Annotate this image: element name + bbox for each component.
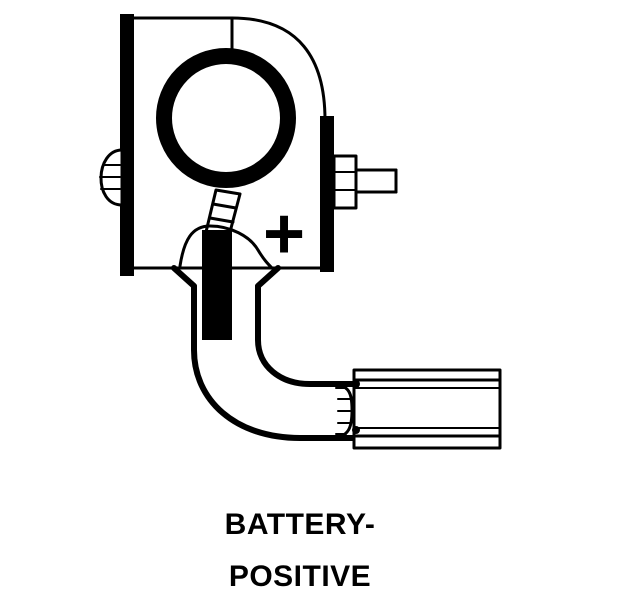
cable-core <box>202 230 232 340</box>
right-clamp-plate <box>320 116 334 272</box>
cable-bend-outer <box>171 265 359 441</box>
battery-terminal-diagram: + <box>99 14 502 450</box>
caption-line-2: POSITIVE <box>228 560 372 593</box>
terminal-ring <box>156 48 296 188</box>
cable-bend-inner <box>255 265 359 387</box>
clamp-bolt-shaft <box>354 168 398 194</box>
cable-boot <box>178 224 274 270</box>
left-clamp-plate <box>120 14 134 276</box>
caption-line-1: BATTERY- <box>224 508 376 541</box>
polarity-symbol: + <box>263 194 305 274</box>
clamp-bolt-nut <box>332 154 358 210</box>
cable-end-cap <box>328 382 354 440</box>
